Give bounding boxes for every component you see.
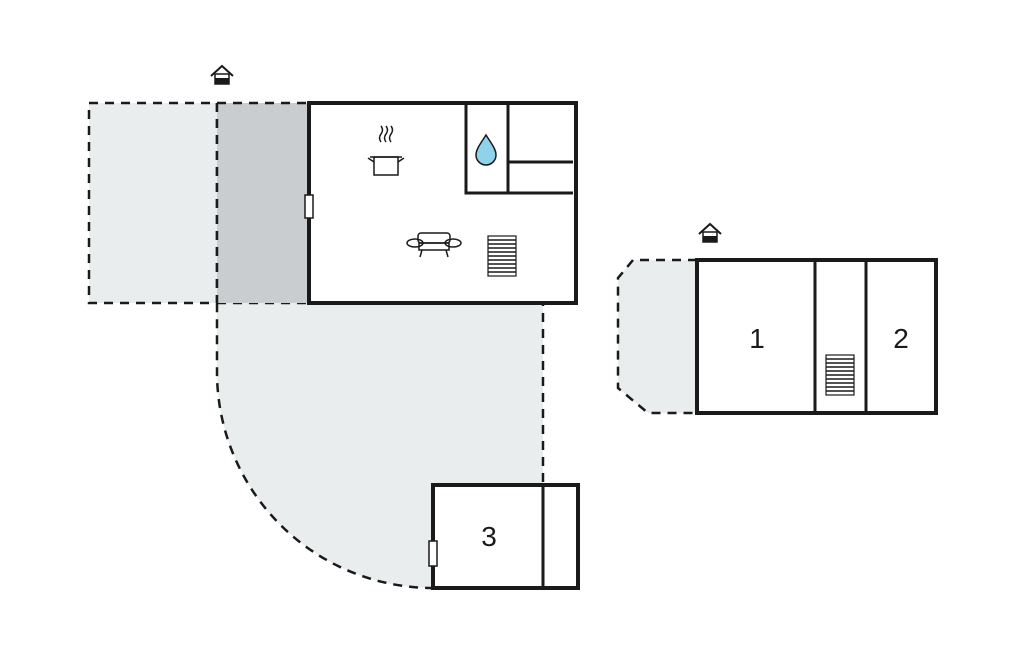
entrance-icon — [210, 64, 234, 85]
annex-building: 1 2 — [695, 258, 938, 415]
outdoor-areas — [87, 101, 697, 590]
water-drop-icon — [475, 133, 497, 166]
small-building: 3 — [428, 483, 580, 590]
stairs-icon — [487, 235, 517, 277]
entrance-icon — [698, 222, 722, 243]
terrace-curved — [215, 301, 545, 590]
terrace-left — [87, 101, 219, 305]
small-building-walls — [431, 483, 580, 590]
main-house — [304, 101, 578, 305]
main-door — [304, 194, 314, 219]
room-label-1: 1 — [749, 323, 765, 354]
bathroom-wall — [464, 103, 573, 195]
room-label-3: 3 — [481, 521, 497, 552]
sofa-icon — [406, 232, 462, 258]
cooking-pot-icon — [367, 125, 405, 176]
small-building-door — [428, 540, 438, 567]
terrace-right — [616, 258, 697, 415]
covered-porch — [217, 103, 309, 303]
main-house-walls — [307, 101, 578, 305]
room-label-2: 2 — [893, 323, 909, 354]
stairs-icon — [825, 354, 855, 396]
